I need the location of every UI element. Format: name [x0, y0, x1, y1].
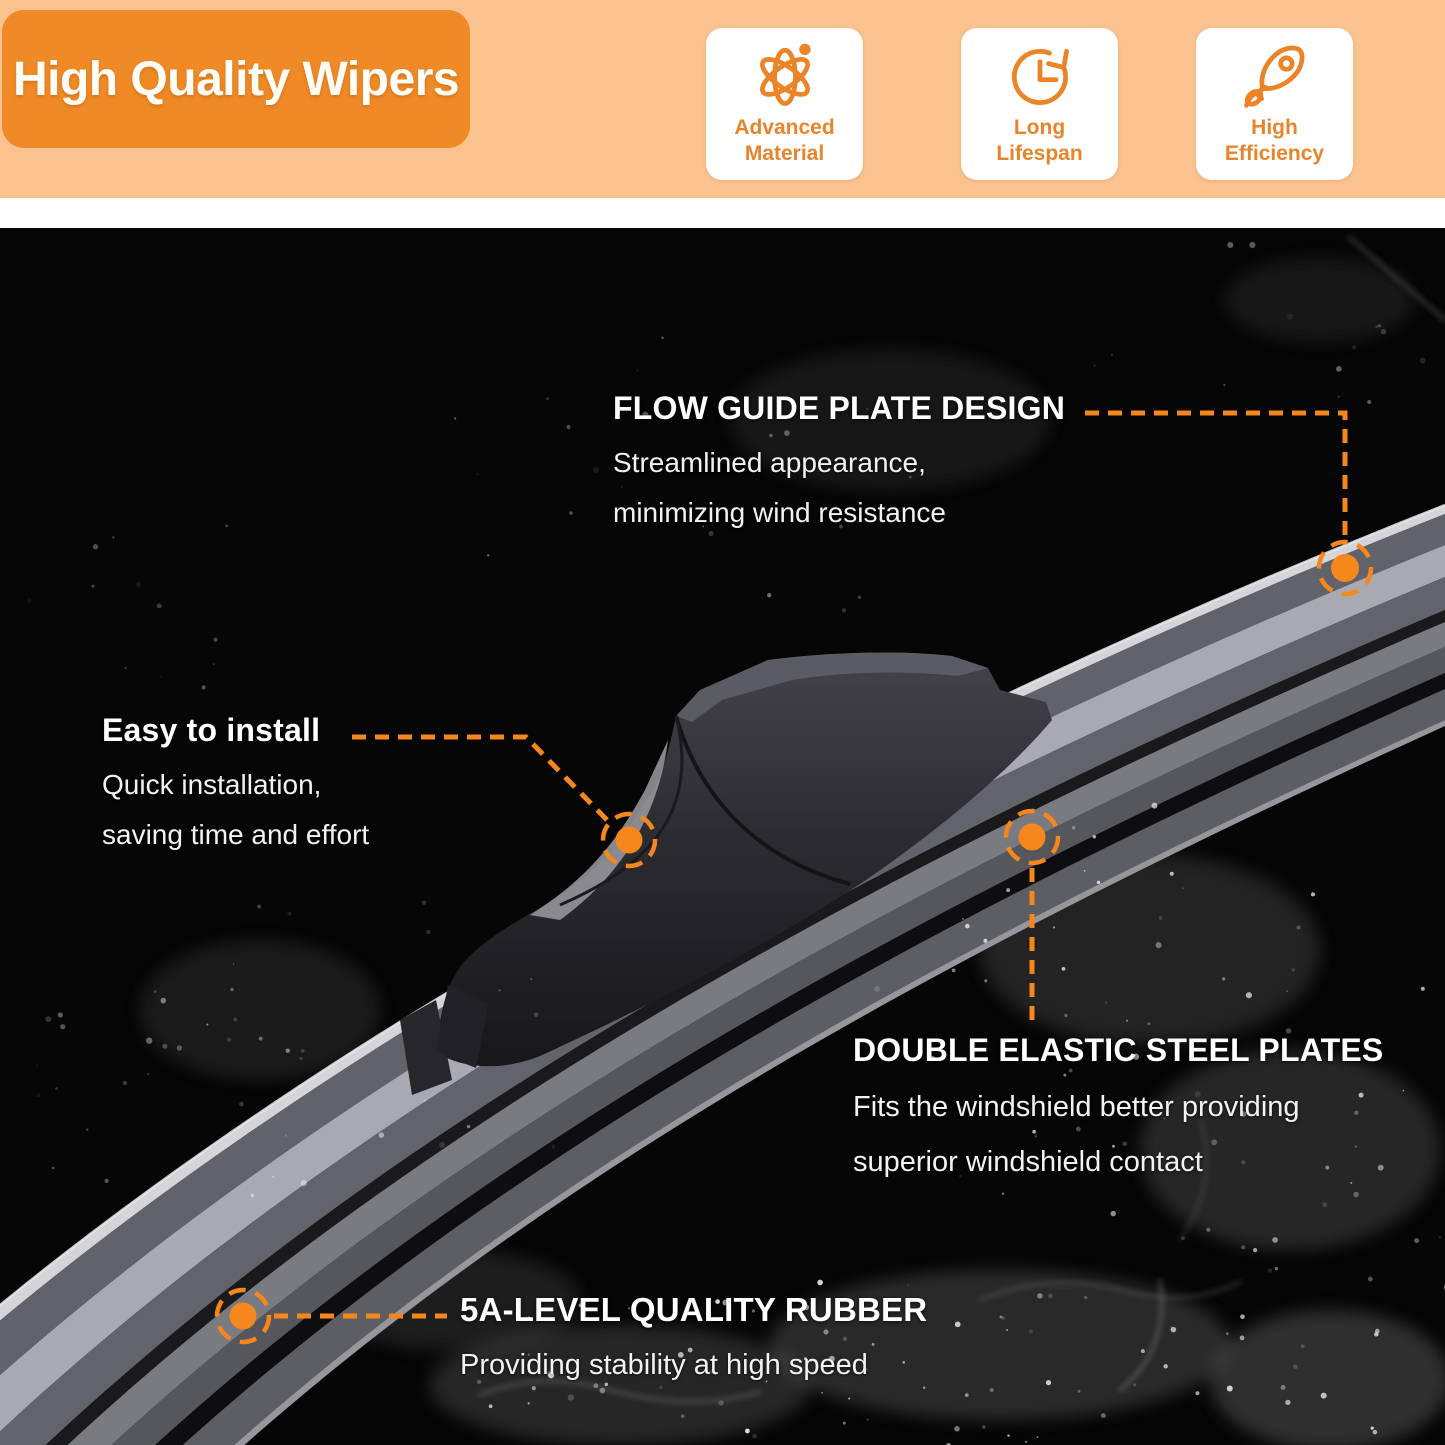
easy-install-target-dot: [615, 826, 643, 854]
badge-advanced-material: Advanced Material: [706, 28, 863, 180]
flow-guide-target-dot: [1331, 554, 1359, 582]
feature-description-line: Providing stability at high speed: [460, 1349, 868, 1381]
feature-description-line: Streamlined appearance,: [613, 447, 926, 478]
flow-guide-leader-line: [1085, 410, 1348, 536]
callout-easy-install: Easy to install Quick installation, savi…: [102, 712, 369, 860]
feature-description-line: Quick installation,: [102, 769, 322, 800]
feature-title: Easy to install: [102, 712, 321, 748]
callout-flow-guide: FLOW GUIDE PLATE DESIGN Streamlined appe…: [613, 390, 1065, 538]
water-droplet-specks: [26, 241, 1445, 1445]
callout-quality-rubber: 5A-LEVEL QUALITY RUBBER Providing stabil…: [460, 1292, 927, 1390]
feature-description-line: Fits the windshield better providing: [853, 1091, 1300, 1123]
atom-icon: [759, 43, 811, 106]
rocket-icon: [1243, 45, 1304, 108]
callout-steel-plates: DOUBLE ELASTIC STEEL PLATES Fits the win…: [853, 1032, 1383, 1190]
badge-high-efficiency: High Efficiency: [1196, 28, 1353, 180]
badge-label: Advanced Material: [734, 116, 835, 165]
title-banner: High Quality Wipers: [2, 10, 470, 148]
water-streaks: [478, 236, 1445, 1404]
clock-history-icon: [1011, 48, 1069, 105]
header-divider: [0, 198, 1445, 228]
steel-plates-target-ring: [1003, 808, 1061, 866]
rubber-target-ring: [214, 1287, 272, 1345]
feature-description-line: saving time and effort: [102, 819, 370, 850]
feature-title: DOUBLE ELASTIC STEEL PLATES: [853, 1032, 1384, 1068]
badge-long-lifespan: Long Lifespan: [961, 28, 1118, 180]
feature-title: FLOW GUIDE PLATE DESIGN: [613, 390, 1066, 426]
easy-install-leader-line: [352, 734, 609, 822]
badge-label: High Efficiency: [1224, 116, 1325, 165]
badge-label: Long Lifespan: [996, 116, 1083, 165]
page-title: High Quality Wipers: [12, 52, 460, 106]
feature-title: 5A-LEVEL QUALITY RUBBER: [460, 1291, 928, 1328]
rubber-target-dot: [229, 1302, 257, 1330]
wiper-blade: [0, 503, 1445, 1445]
wiper-connector: [436, 652, 1052, 1067]
steel-plates-target-dot: [1018, 823, 1046, 851]
feature-description-line: minimizing wind resistance: [613, 497, 947, 528]
feature-description-line: superior windshield contact: [853, 1146, 1203, 1178]
easy-install-target-ring: [600, 811, 658, 869]
flow-guide-target-ring: [1316, 539, 1374, 597]
